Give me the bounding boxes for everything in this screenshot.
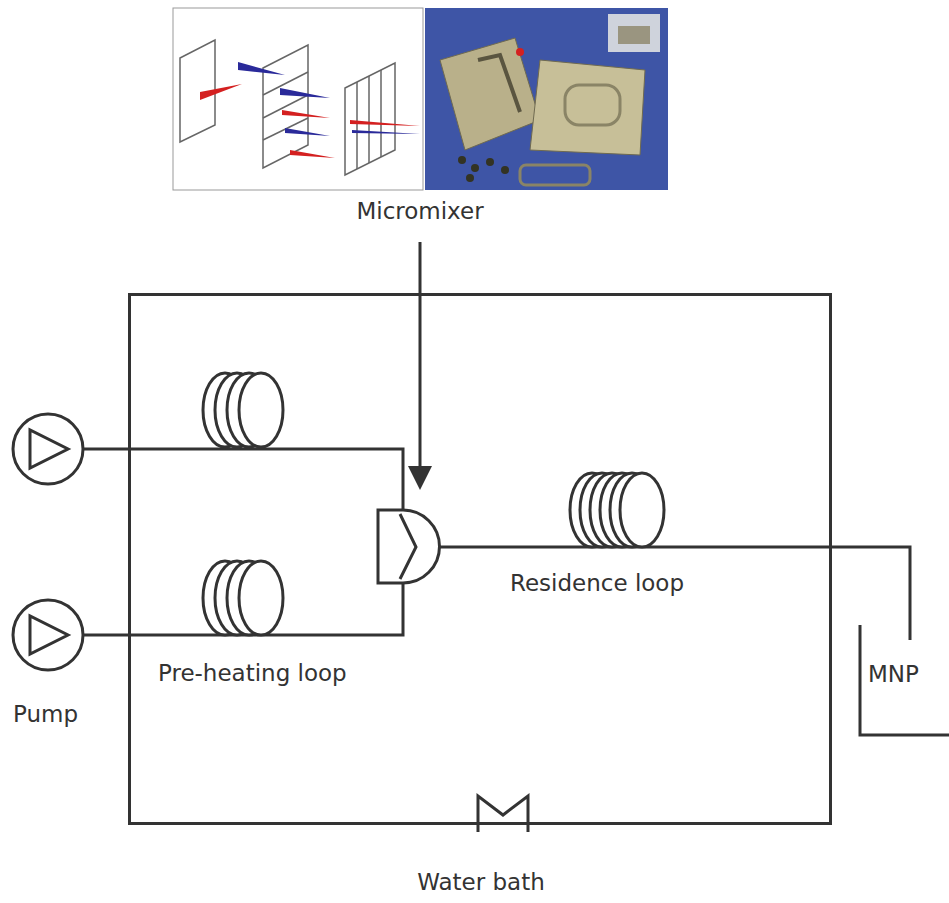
mixer-sketch-panel [173, 8, 423, 190]
mixer-photo-parts [440, 14, 660, 185]
node-heading: Water bath [417, 869, 545, 897]
part-label: Pump [13, 701, 78, 729]
part-label: Residence loop [510, 570, 684, 598]
residence-coil [570, 473, 664, 547]
heater-symbol [478, 796, 528, 832]
preheat-coil-bottom [203, 561, 283, 635]
part-label: Micromixer [356, 198, 483, 226]
water-bath-box: Water bath [128, 293, 832, 825]
output-label: MNP [868, 661, 919, 689]
preheat-coil-top [203, 373, 283, 447]
mixer-symbol [378, 510, 440, 583]
part-label: Pre-heating loop [158, 660, 347, 688]
tubing [83, 449, 949, 735]
mixer-streams [200, 62, 420, 158]
callout-arrow [419, 242, 422, 470]
arrow-head [408, 466, 432, 490]
pump-symbols [13, 414, 83, 670]
mixer-photo [425, 8, 668, 190]
mixer-plates [180, 40, 395, 175]
